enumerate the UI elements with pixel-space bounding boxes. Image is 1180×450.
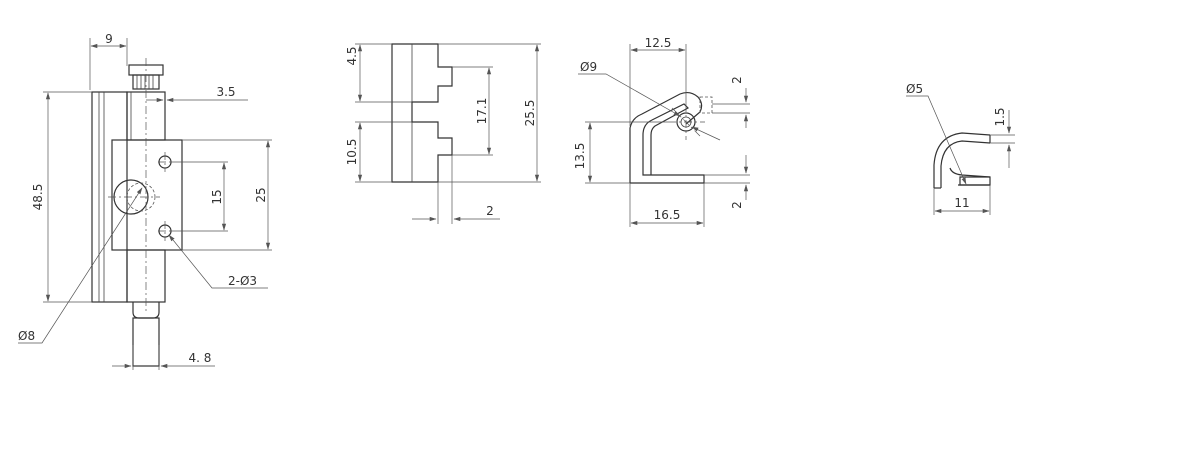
side-profile <box>391 43 453 183</box>
dim-12-5-label: 12.5 <box>645 36 672 50</box>
dim-2-label: 2 <box>486 204 494 218</box>
mounting-plate <box>111 139 183 251</box>
dim-o5-label: Ø5 <box>906 82 923 96</box>
dim-16-5-label: 16.5 <box>654 208 681 222</box>
dim-25-label: 25 <box>254 187 268 202</box>
cable <box>132 317 160 367</box>
bracket-outline <box>630 103 705 184</box>
clip-view: Ø5 1.5 11 <box>906 82 1015 215</box>
clip-outer <box>933 132 991 188</box>
dim-o8-label: Ø8 <box>18 329 35 343</box>
bracket-view: 12.5 Ø9 2 13.5 16.5 2 <box>573 36 750 227</box>
upper-housing <box>126 91 166 141</box>
dim-15-label: 15 <box>210 189 224 204</box>
dim-48-5-label: 48.5 <box>31 184 45 211</box>
dim-10-5-label: 10.5 <box>345 139 359 166</box>
front-view: 9 3.5 48.5 15 25 2-Ø3 Ø8 4. 8 <box>18 32 272 370</box>
dim-25-5-label: 25.5 <box>523 100 537 127</box>
side-view: 4.5 10.5 17.1 25.5 2 <box>345 43 541 224</box>
dim-2-o3-label: 2-Ø3 <box>228 274 257 288</box>
dim-2-bottom-label: 2 <box>730 201 744 209</box>
hidden-slot-top <box>699 96 713 114</box>
dim-4-5-label: 4.5 <box>345 46 359 65</box>
clip-inner <box>940 140 991 188</box>
dim-3-5-label: 3.5 <box>216 85 235 99</box>
dim-o9-label: Ø9 <box>580 60 597 74</box>
dim-2-top-label: 2 <box>730 76 744 84</box>
dim-4-8-label: 4. 8 <box>189 351 212 365</box>
dim-17-1-label: 17.1 <box>475 98 489 125</box>
dim-1-5-label: 1.5 <box>993 107 1007 126</box>
dim-9-label: 9 <box>105 32 113 46</box>
dim-13-5-label: 13.5 <box>573 143 587 170</box>
dim-11-label: 11 <box>954 196 969 210</box>
